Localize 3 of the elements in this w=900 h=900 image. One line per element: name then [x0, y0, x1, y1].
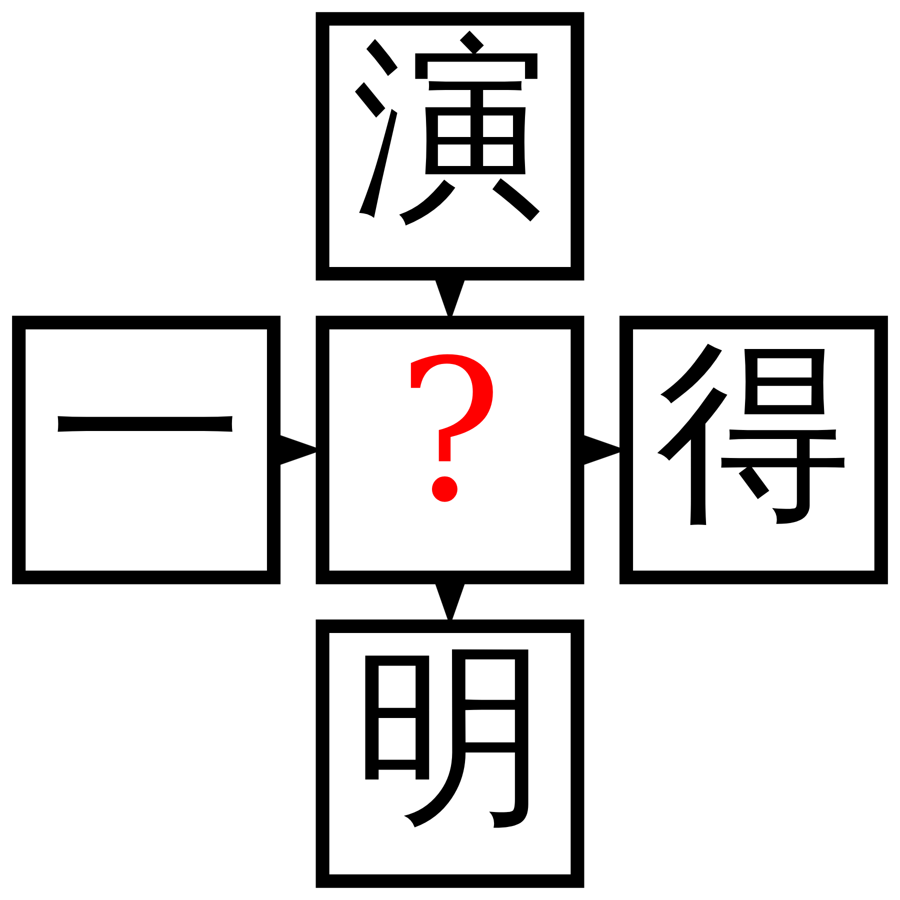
- node-box: 得: [619, 316, 888, 584]
- node-box: 明: [316, 619, 584, 888]
- node-box: 演: [316, 12, 584, 281]
